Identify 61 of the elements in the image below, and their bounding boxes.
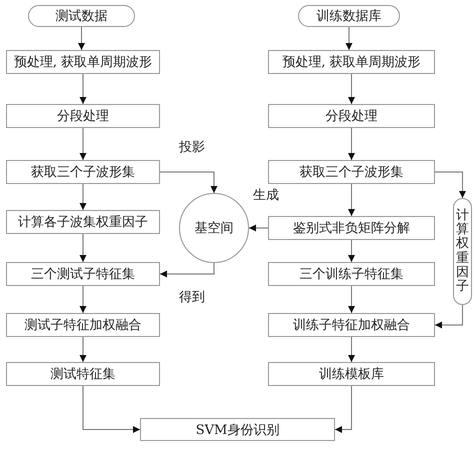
arrow xyxy=(78,26,85,50)
node-text: 预处理, 获取单周期波形 xyxy=(282,54,421,71)
arrow xyxy=(160,172,218,194)
arrow xyxy=(160,262,214,278)
node-text: SVM身份识别 xyxy=(196,422,280,438)
arrow xyxy=(348,184,355,216)
node-text: 三个训练子特征集 xyxy=(300,266,404,283)
arrow xyxy=(348,240,355,262)
process-box xyxy=(268,50,435,74)
process-box xyxy=(268,313,435,337)
process-box xyxy=(6,50,160,74)
process-box xyxy=(6,262,160,286)
node-text: 分段处理 xyxy=(326,108,378,125)
process-box xyxy=(6,362,160,386)
terminal-pill xyxy=(298,5,400,27)
node-text: 预处理, 获取单周期波形 xyxy=(14,54,152,71)
process-box xyxy=(268,262,435,286)
arrow xyxy=(346,26,352,50)
arrow xyxy=(348,128,355,160)
arrow xyxy=(248,224,268,232)
process-box xyxy=(6,104,160,128)
node-text: 获取三个子波形集 xyxy=(300,164,404,181)
process-box xyxy=(140,418,335,441)
process-box xyxy=(6,160,160,184)
node-text: 三个测试子特征集 xyxy=(31,266,135,283)
node-text: 基空间 xyxy=(194,220,234,237)
edge-label: 生成 xyxy=(252,186,280,204)
arrow xyxy=(348,74,355,104)
process-box xyxy=(268,362,435,386)
node-text: 测试特征集 xyxy=(50,366,116,383)
process-box xyxy=(268,160,435,184)
node-text: 训练模板库 xyxy=(319,366,384,383)
process-box xyxy=(268,104,435,128)
node-text: 测试数据 xyxy=(56,8,108,25)
arrow xyxy=(80,74,86,104)
arrow xyxy=(434,304,463,328)
arrow xyxy=(80,234,86,262)
node-text: 训练数据库 xyxy=(316,8,382,25)
node-text: 分段处理 xyxy=(57,108,109,125)
arrow xyxy=(82,386,140,433)
node-text: 训练子特征加权融合 xyxy=(293,317,410,334)
arrow xyxy=(80,336,86,362)
node-text: 获取三个子波形集 xyxy=(31,164,135,181)
node-text: 测试子特征加权融合 xyxy=(24,317,142,334)
arrow xyxy=(334,386,352,433)
arrow xyxy=(80,286,86,314)
node-text: 计算各子波集权重因子 xyxy=(18,214,148,231)
rounded-box xyxy=(453,198,472,305)
terminal-pill xyxy=(28,5,135,27)
process-box xyxy=(6,210,160,234)
node-text: 鉴别式非负矩阵分解 xyxy=(293,220,410,237)
arrow xyxy=(434,172,466,198)
edge-label: 投影 xyxy=(178,138,206,156)
process-box xyxy=(268,216,435,240)
edge-label: 得到 xyxy=(178,288,206,306)
arrow xyxy=(80,184,86,210)
process-box xyxy=(6,313,160,337)
node-text: 计算权重因子 xyxy=(456,208,469,294)
arrow xyxy=(80,128,86,160)
arrow xyxy=(348,286,355,314)
arrow xyxy=(348,336,355,362)
